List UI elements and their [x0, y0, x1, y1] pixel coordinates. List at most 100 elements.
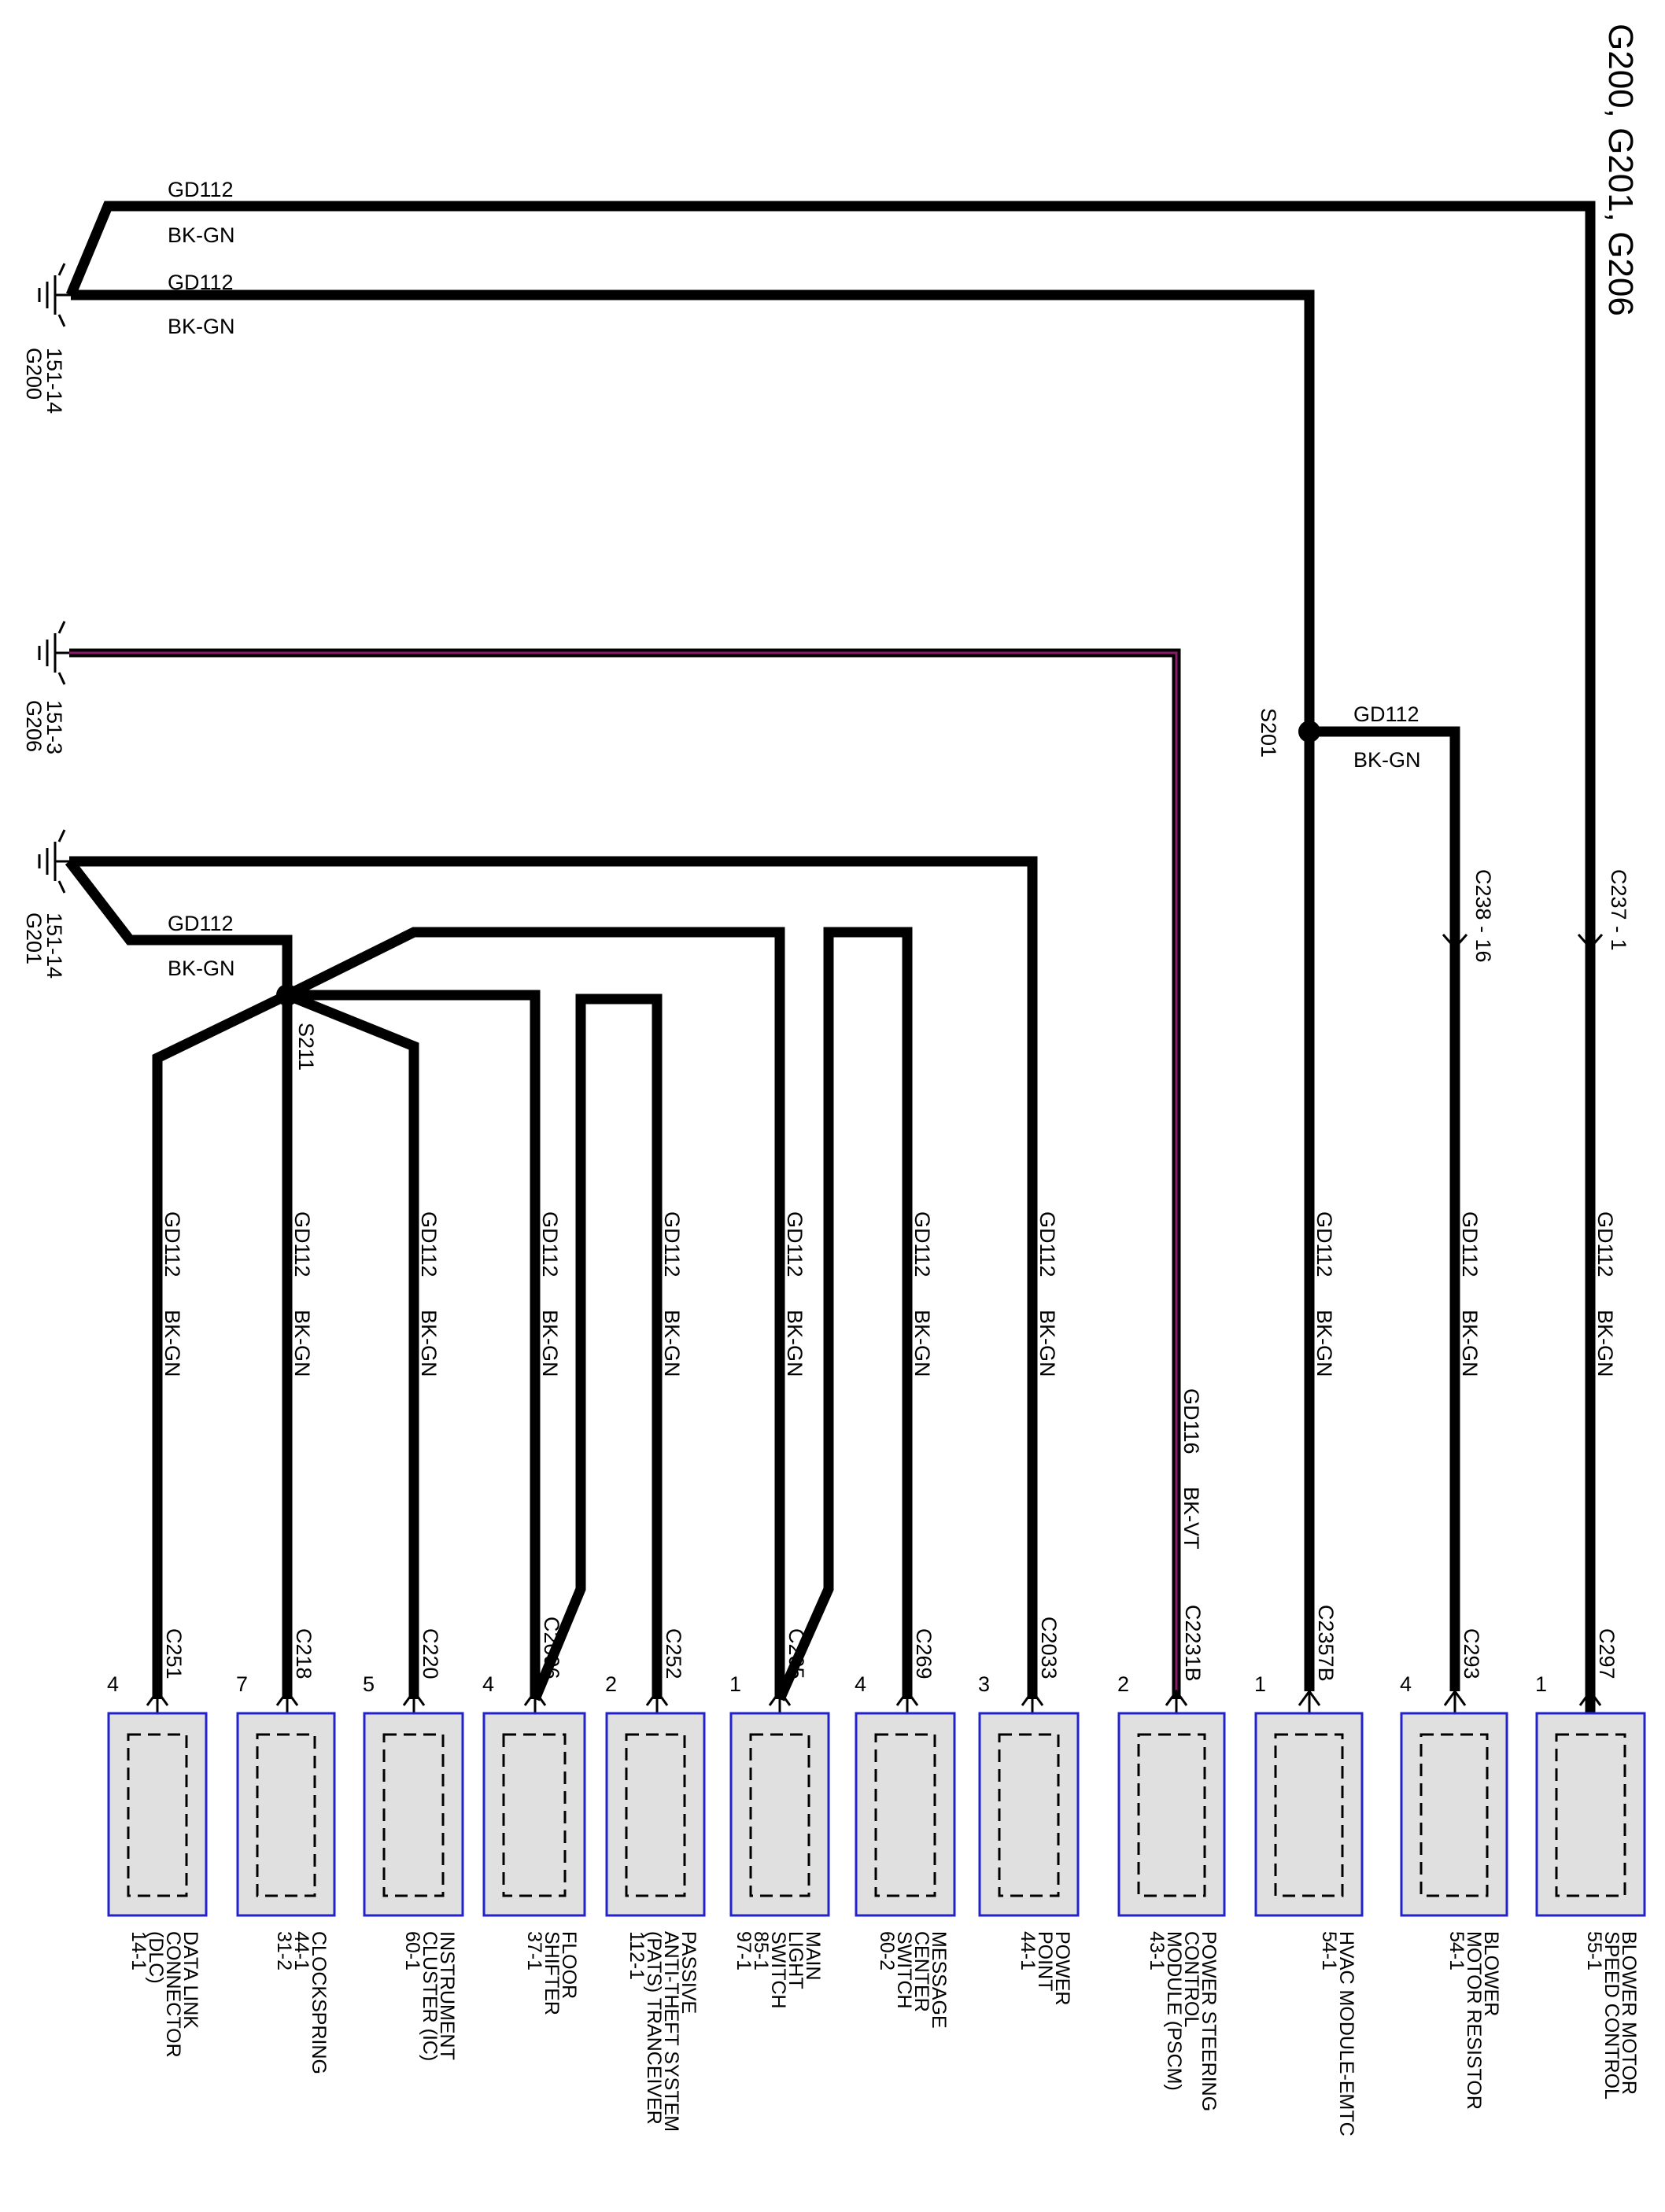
wire-116-circuit: GD116 — [1180, 1388, 1203, 1454]
component-box — [363, 1712, 464, 1917]
pin-number: 5 — [363, 1672, 375, 1696]
component-box — [236, 1712, 336, 1917]
component-box — [1117, 1712, 1226, 1917]
wire-label-circuit: GD112 — [660, 1211, 684, 1277]
pin-number: 1 — [1535, 1672, 1547, 1696]
component-inner-outline — [749, 1733, 810, 1897]
wire-label-circuit: GD112 — [1593, 1211, 1617, 1277]
diagram-title: G200, G201, G206 — [1601, 24, 1640, 316]
component-inner-outline — [1419, 1733, 1489, 1897]
connector-id: C269 — [912, 1628, 936, 1679]
connector-id: C220 — [419, 1628, 442, 1679]
component-inner-outline — [874, 1733, 936, 1897]
wire-g206-to-pscm — [69, 648, 1181, 1699]
wire-label-color: BK-GN — [1593, 1310, 1617, 1377]
component-label-line: 60-2 — [876, 1931, 898, 1971]
wire-label-circuit: GD112 — [168, 912, 234, 935]
component-label-line: INSTRUMENT — [436, 1931, 458, 2060]
component-box — [855, 1712, 956, 1917]
pin-number: 4 — [107, 1672, 119, 1696]
component-label-line: POWER STEERING — [1198, 1931, 1220, 2111]
component-inner-outline — [1137, 1733, 1206, 1897]
pin-number: 7 — [236, 1672, 248, 1696]
wire-label-color: BK-GN — [783, 1310, 807, 1377]
wire-label-color: BK-GN — [168, 957, 235, 980]
wire-label-circuit: GD112 — [1353, 702, 1419, 726]
wire-label-color: BK-GN — [910, 1310, 934, 1377]
component-label-line: SPEED CONTROL — [1600, 1931, 1623, 2100]
component-label-line: MOTOR RESISTOR — [1463, 1931, 1485, 2110]
connector-id: C2231B — [1181, 1605, 1205, 1682]
component-box — [978, 1712, 1080, 1917]
pin-number: 3 — [978, 1672, 990, 1696]
component-label-line: SWITCH — [767, 1931, 789, 2009]
pin-number: 2 — [1117, 1672, 1129, 1696]
s211-splice-dot — [276, 984, 298, 1006]
component-inner-outline — [625, 1733, 686, 1897]
component-label-line: (DLC) — [145, 1931, 167, 1984]
component-inner-outline — [1555, 1733, 1626, 1897]
wire-116-color: BK-VT — [1180, 1487, 1203, 1550]
pin-number: 4 — [855, 1672, 866, 1696]
component-box — [482, 1712, 586, 1917]
component-label-line: 60-1 — [401, 1931, 423, 1971]
g201-ground-icon — [38, 829, 69, 894]
wire-g201-to-s211 — [65, 858, 293, 995]
wire-label-circuit: GD112 — [783, 1211, 807, 1277]
component-inner-outline — [998, 1733, 1060, 1897]
wire-label-circuit: GD112 — [290, 1211, 314, 1277]
pin-number: 1 — [1254, 1672, 1266, 1696]
g206-ground-icon — [38, 621, 69, 685]
component-box — [107, 1712, 208, 1917]
connector-id: C297 — [1595, 1628, 1619, 1679]
pin-number: 1 — [729, 1672, 741, 1696]
connector-id: C251 — [162, 1628, 186, 1679]
wire-label-color: BK-GN — [1458, 1310, 1482, 1377]
wire-s211-to-ic — [285, 990, 419, 1699]
component-label-line: CONTROL — [1180, 1931, 1202, 2027]
component-label-line: 31-2 — [273, 1931, 295, 1971]
wire-label-circuit: GD112 — [168, 178, 234, 201]
wire-label-circuit: GD112 — [1036, 1211, 1059, 1277]
wire-label-circuit: GD112 — [161, 1211, 184, 1277]
g201-ref: 151-14 — [42, 912, 66, 979]
connector-id: C293 — [1460, 1628, 1483, 1679]
component-label-line: POINT — [1034, 1931, 1056, 1991]
component-label-line: SHIFTER — [541, 1931, 563, 2015]
wire-g200-to-c237 — [65, 201, 1596, 1715]
g200-ref: 151-14 — [42, 348, 66, 414]
component-box — [1254, 1712, 1364, 1917]
component-label-line: 54-1 — [1318, 1931, 1340, 1971]
component-label-line: SWITCH — [893, 1931, 915, 2009]
component-label-line: MODULE (PSCM) — [1163, 1931, 1185, 2091]
g206-ref: 151-3 — [42, 700, 66, 754]
component-label-line: CONNECTOR — [162, 1931, 184, 2058]
g200-name: G200 — [22, 348, 46, 400]
component-inner-outline — [256, 1733, 316, 1897]
connector-id: C2033 — [1037, 1617, 1061, 1679]
component-label-line: FLOOR — [558, 1931, 580, 1999]
wire-s201-to-c238 — [1309, 726, 1460, 1691]
component-label-line: MESSAGE — [928, 1931, 950, 2029]
pin-number: 4 — [1400, 1672, 1412, 1696]
wire-s211-to-floor-shifter — [287, 990, 541, 1699]
wire-label-color: BK-GN — [1312, 1310, 1336, 1377]
component-label-line: POWER — [1051, 1931, 1073, 2005]
connector-id: C252 — [662, 1628, 685, 1679]
component-box — [1400, 1712, 1508, 1917]
component-label-line: 54-1 — [1445, 1931, 1467, 1971]
wire-label-circuit: GD112 — [1312, 1211, 1336, 1277]
